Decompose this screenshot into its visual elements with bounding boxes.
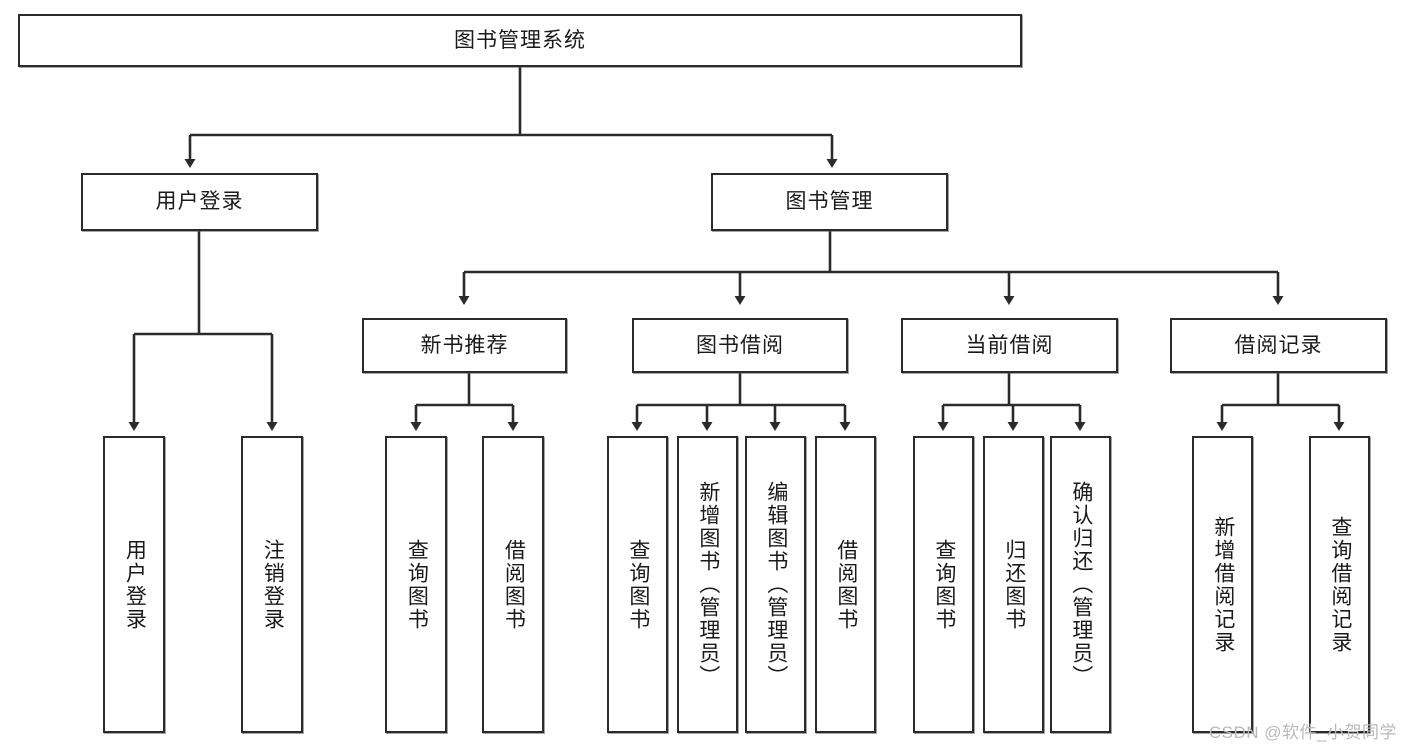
node-borrow-record[interactable]: 借阅记录 (1170, 318, 1387, 373)
node-label: 图书管理系统 (454, 28, 586, 52)
leaf-user-login-login[interactable]: 用户登录 (103, 436, 165, 733)
node-book-borrow[interactable]: 图书借阅 (632, 318, 848, 373)
node-root-book-management-system[interactable]: 图书管理系统 (18, 14, 1022, 67)
node-label: 借阅图书 (834, 538, 858, 631)
leaf-current-borrow-confirm-return-admin[interactable]: 确认归还（管理员） (1050, 436, 1111, 733)
leaf-current-borrow-return-book[interactable]: 归还图书 (983, 436, 1044, 733)
leaf-current-borrow-query-book[interactable]: 查询图书 (913, 436, 974, 733)
leaf-borrow-record-query-record[interactable]: 查询借阅记录 (1309, 436, 1370, 733)
node-label: 查询图书 (932, 538, 956, 631)
node-label: 新增借阅记录 (1211, 515, 1235, 654)
node-label: 新增图书（管理员） (696, 481, 720, 688)
leaf-new-book-borrow-book[interactable]: 借阅图书 (482, 436, 544, 733)
node-label: 用户登录 (155, 190, 244, 214)
node-label: 图书借阅 (696, 333, 784, 357)
node-label: 注销登录 (261, 538, 285, 631)
node-label: 确认归还（管理员） (1069, 481, 1093, 688)
leaf-book-borrow-borrow-book[interactable]: 借阅图书 (815, 436, 876, 733)
leaf-new-book-query-book[interactable]: 查询图书 (385, 436, 447, 733)
node-label: 归还图书 (1002, 538, 1026, 631)
leaf-borrow-record-add-record[interactable]: 新增借阅记录 (1192, 436, 1253, 733)
csdn-watermark: CSDN @软件_小贺同学 (1208, 723, 1397, 742)
node-label: 图书管理 (785, 190, 874, 214)
node-current-borrow[interactable]: 当前借阅 (901, 318, 1118, 373)
node-label: 编辑图书（管理员） (764, 481, 788, 688)
node-label: 查询图书 (626, 538, 650, 631)
node-label: 当前借阅 (965, 333, 1054, 357)
node-label: 用户登录 (123, 538, 147, 631)
leaf-user-login-logout[interactable]: 注销登录 (241, 436, 303, 733)
leaf-book-borrow-edit-book-admin[interactable]: 编辑图书（管理员） (745, 436, 806, 733)
node-label: 新书推荐 (420, 333, 509, 357)
node-label: 借阅记录 (1234, 333, 1323, 357)
node-label: 借阅图书 (502, 538, 526, 631)
node-user-login[interactable]: 用户登录 (81, 173, 318, 231)
node-book-management[interactable]: 图书管理 (711, 173, 948, 231)
leaf-book-borrow-query-book[interactable]: 查询图书 (607, 436, 668, 733)
node-new-book-recommend[interactable]: 新书推荐 (362, 318, 567, 373)
leaf-book-borrow-add-book-admin[interactable]: 新增图书（管理员） (677, 436, 738, 733)
node-label: 查询图书 (405, 538, 429, 631)
node-label: 查询借阅记录 (1328, 515, 1352, 654)
